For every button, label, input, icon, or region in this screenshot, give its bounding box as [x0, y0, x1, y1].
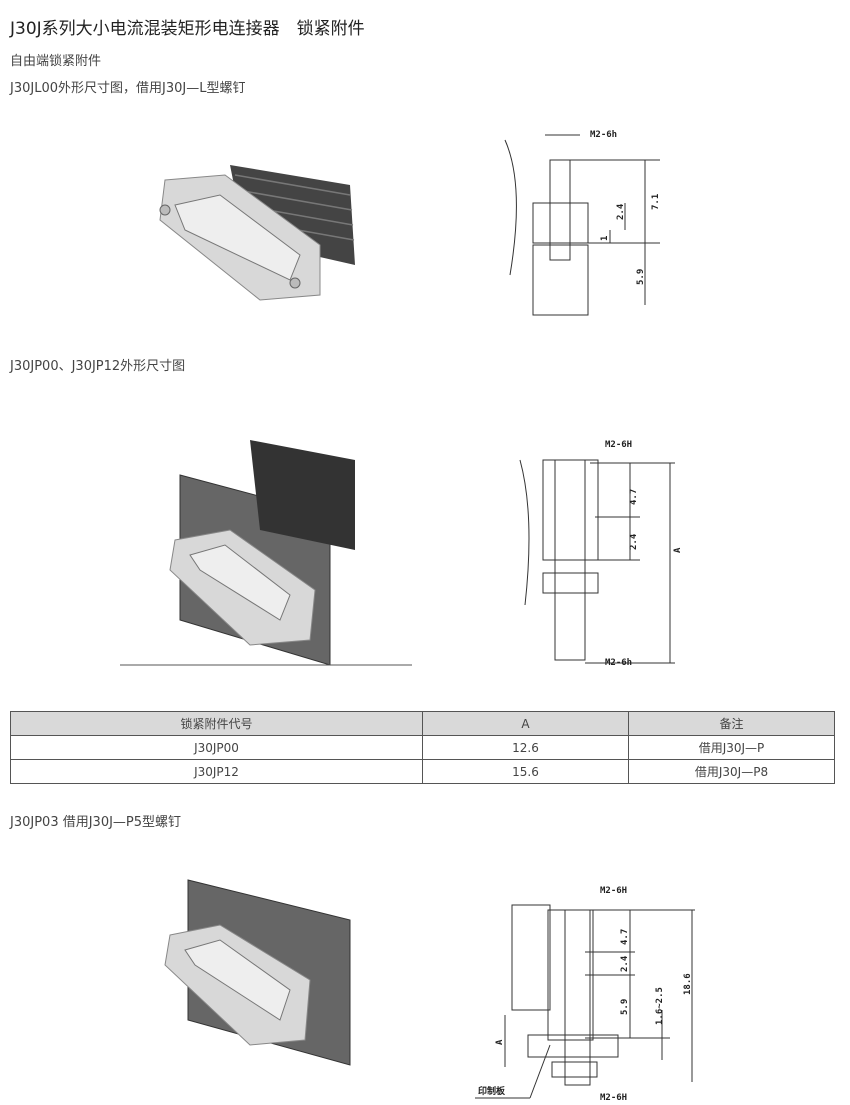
- drawing-stroke: [250, 440, 355, 550]
- section1-caption: J30JL00外形尺寸图，借用J30J—L型螺钉: [10, 81, 246, 96]
- table-row: J30JP00 12.6 借用J30J—P: [10, 735, 835, 760]
- thread-label: M2-6H: [600, 886, 627, 896]
- drawing-stroke: [549, 159, 571, 261]
- dim-label: 2.4: [620, 955, 630, 972]
- dim-label: 1: [600, 236, 610, 241]
- page-title: J30J系列大小电流混装矩形电连接器 锁紧附件: [10, 19, 365, 39]
- connector-illustration-3: [164, 879, 351, 1066]
- dim-label: 4.7: [629, 489, 639, 505]
- pcb-label: 印制板: [478, 1085, 506, 1097]
- column-header: A: [422, 711, 629, 736]
- drawing-stroke: [542, 459, 599, 561]
- thread-label: M2-6H: [600, 1093, 627, 1103]
- drawing-stroke: [159, 204, 171, 216]
- dim-label: A: [495, 1039, 505, 1045]
- table-row: J30JP12 15.6 借用J30J—P8: [10, 759, 835, 784]
- drawing-stroke: [554, 459, 586, 661]
- table-cell: J30JP12: [10, 759, 423, 784]
- dim-label: 4.7: [620, 929, 630, 945]
- locking-accessory-table: 锁紧附件代号 A 备注 J30JP00 12.6 借用J30J—P J30JP1…: [10, 711, 835, 784]
- drawing-stroke: [504, 139, 517, 276]
- thread-label: M2-6H: [605, 440, 632, 450]
- drawing-stroke: [519, 459, 675, 664]
- drawing-stroke: [529, 1044, 551, 1099]
- column-header: 备注: [628, 711, 835, 736]
- section3-caption: J30JP03 借用J30J—P5型螺钉: [10, 815, 182, 830]
- drawing-stroke: [551, 1061, 598, 1078]
- drawing-stroke: [532, 244, 589, 316]
- table-header-row: 锁紧附件代号 A 备注: [10, 711, 835, 736]
- dim-label: 5.9: [636, 269, 646, 285]
- drawing-stroke: [174, 194, 301, 281]
- dim-label: A: [673, 547, 683, 553]
- section2-caption: J30JP00、J30JP12外形尺寸图: [10, 359, 186, 374]
- dim-label: 7.1: [651, 194, 661, 210]
- drawing-stroke: [189, 544, 291, 621]
- drawing-stroke: [542, 572, 599, 594]
- table-cell: J30JP00: [10, 735, 423, 760]
- drawing-stroke: [527, 1034, 619, 1058]
- connector-illustration-1: [159, 165, 355, 301]
- dim-label: 5.9: [620, 999, 630, 1015]
- table-cell: 12.6: [422, 735, 629, 760]
- drawing-stroke: [519, 459, 530, 606]
- section-subtitle: 自由端锁紧附件: [10, 54, 102, 69]
- drawing-stroke: [504, 134, 660, 316]
- dim-label: 2.4: [629, 533, 639, 550]
- drawing-stroke: [511, 904, 551, 1011]
- drawing-stroke: [184, 939, 291, 1021]
- thread-label: M2-6h: [590, 130, 617, 140]
- table-cell: 借用J30J—P8: [628, 759, 835, 784]
- dim-label: 18.6: [683, 973, 693, 995]
- dim-label: 1.6~2.5: [655, 987, 665, 1025]
- drawing-stroke: [234, 174, 351, 196]
- drawing-stroke: [475, 904, 695, 1099]
- dim-label: 2.4: [616, 203, 626, 220]
- drawing-stroke: [564, 909, 591, 1086]
- drawing-stroke: [532, 202, 589, 244]
- column-header: 锁紧附件代号: [10, 711, 423, 736]
- drawing-stroke: [237, 189, 353, 211]
- dimension-drawing-3: M2-6H 4.7 2.4 5.9 1.6~2.5 18.6 A 印制板 M2-…: [475, 886, 695, 1103]
- thread-label: M2-6h: [605, 658, 632, 668]
- table-cell: 借用J30J—P: [628, 735, 835, 760]
- dimension-drawing-2: M2-6H 4.7 2.4 A M2-6h: [519, 440, 683, 668]
- connector-illustration-2: [120, 440, 412, 666]
- drawing-stroke: [289, 277, 301, 289]
- dimension-drawing-1: M2-6h 7.1 2.4 1 5.9: [504, 130, 661, 316]
- table-cell: 15.6: [422, 759, 629, 784]
